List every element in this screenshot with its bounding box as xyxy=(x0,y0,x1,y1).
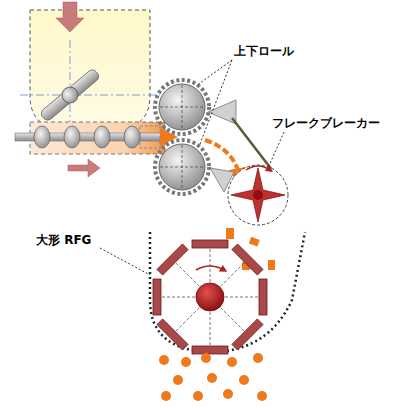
part-label: 大形 RFG xyxy=(36,233,91,247)
part-label: フレークブレーカー xyxy=(272,116,380,130)
part-label: 上下ロール xyxy=(234,44,294,58)
